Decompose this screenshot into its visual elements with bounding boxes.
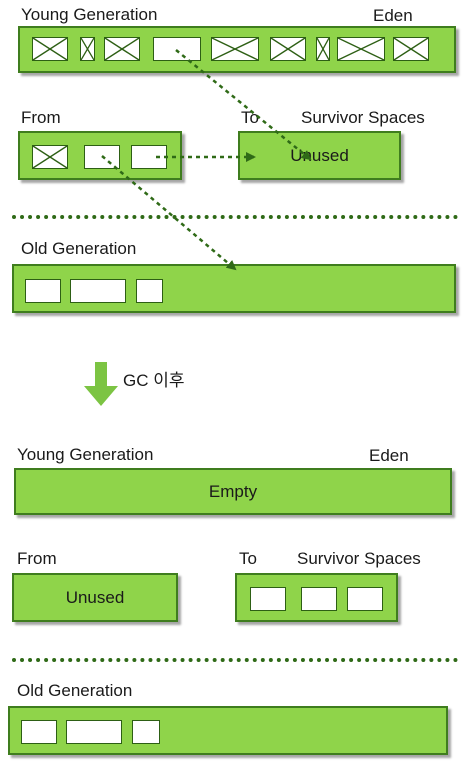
after-to-space: [235, 573, 398, 622]
separator-line: [12, 215, 458, 219]
before-survivor-spaces-label: Survivor Spaces: [301, 108, 425, 127]
after-survivor-spaces-label: Survivor Spaces: [297, 549, 421, 568]
dead-object-cell: [80, 37, 95, 61]
live-object-cell: [84, 145, 120, 169]
live-object-cell: [153, 37, 201, 61]
after-to-label: To: [239, 549, 257, 568]
live-object-cell: [301, 587, 337, 611]
dead-object-cell: [32, 37, 68, 61]
dead-object-cell: [316, 37, 330, 61]
before-old-generation-space: [12, 264, 456, 313]
after-from-label: From: [17, 549, 57, 568]
dead-object-cell: [211, 37, 259, 61]
after-eden-space-text: Empty: [208, 482, 258, 501]
after-from-space-text: Unused: [65, 588, 125, 607]
after-young-generation-label: Young Generation: [17, 445, 154, 464]
before-from-space: [18, 131, 182, 180]
gc-transition-label: GC 이후: [123, 371, 185, 390]
object-cell: [25, 279, 61, 303]
before-to-space: Unused: [238, 131, 401, 180]
live-object-cell: [131, 145, 167, 169]
before-eden-space: [18, 26, 456, 73]
object-cell: [136, 279, 163, 303]
dead-object-cell: [32, 145, 68, 169]
dead-object-cell: [270, 37, 306, 61]
after-eden-space: Empty: [14, 468, 452, 515]
object-cell: [70, 279, 126, 303]
object-cell: [21, 720, 57, 744]
after-from-space: Unused: [12, 573, 178, 622]
after-old-generation-space: [8, 706, 448, 755]
before-to-space-text: Unused: [290, 146, 349, 165]
before-from-label: From: [21, 108, 61, 127]
live-object-cell: [347, 587, 383, 611]
gc-down-arrow-icon: [84, 362, 118, 406]
before-eden-label: Eden: [373, 6, 413, 25]
dead-object-cell: [393, 37, 429, 61]
before-young-generation-label: Young Generation: [21, 5, 158, 24]
before-to-label: To: [241, 108, 259, 127]
after-old-generation-label: Old Generation: [17, 681, 133, 700]
live-object-cell: [250, 587, 286, 611]
object-cell: [132, 720, 160, 744]
dead-object-cell: [337, 37, 385, 61]
dead-object-cell: [104, 37, 140, 61]
after-eden-label: Eden: [369, 446, 409, 465]
separator-line: [12, 658, 458, 662]
object-cell: [66, 720, 122, 744]
before-old-generation-label: Old Generation: [21, 239, 137, 258]
